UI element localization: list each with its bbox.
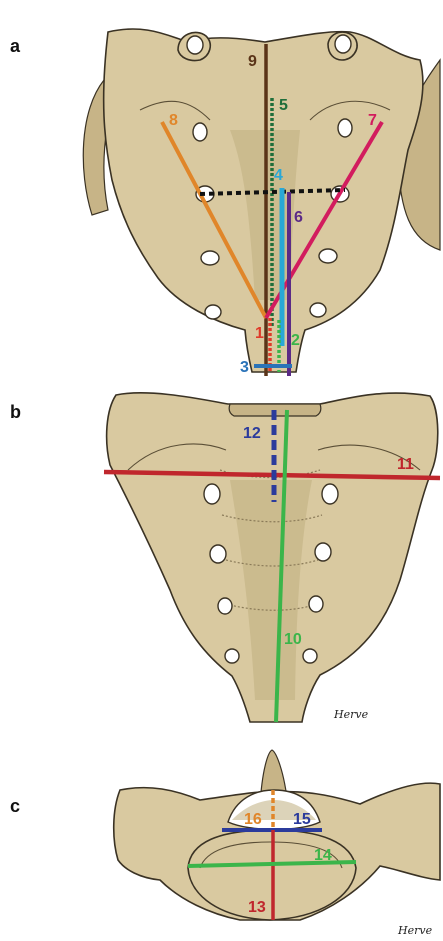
panel-b-foramen-l2 xyxy=(210,545,226,563)
measure-14-label: 14 xyxy=(314,847,332,864)
panel-b-foramen-r4 xyxy=(303,649,317,663)
panel-b-foramen-r3 xyxy=(309,596,323,612)
measure-16-label: 16 xyxy=(244,811,262,828)
measure-4-label: 4 xyxy=(274,167,283,184)
measure-1-label: 1 xyxy=(255,325,264,342)
measure-13-label: 13 xyxy=(248,899,266,916)
panel-b-foramen-r2 xyxy=(315,543,331,561)
panel-a-right-process-hole xyxy=(335,35,351,53)
measure-5-label: 5 xyxy=(279,97,288,114)
measure-8-label: 8 xyxy=(169,112,178,129)
measure-7-label: 7 xyxy=(368,112,377,129)
panel-b-signature: Herve xyxy=(333,708,369,721)
panel-a-foramen-r4 xyxy=(310,303,326,317)
panel-b: b 12 11 10 Herve xyxy=(10,393,440,722)
measure-9-label: 9 xyxy=(248,53,257,70)
panel-b-letter: b xyxy=(10,402,21,422)
panel-b-foramen-l4 xyxy=(225,649,239,663)
panel-c-signature: Herve xyxy=(397,924,433,937)
panel-b-foramen-l3 xyxy=(218,598,232,614)
measure-6-label: 6 xyxy=(294,209,303,226)
measure-2-label: 2 xyxy=(291,332,300,349)
panel-a-foramen-l3 xyxy=(201,251,219,265)
panel-a-foramen-l4 xyxy=(205,305,221,319)
panel-a-foramen-r1 xyxy=(338,119,352,137)
measure-15-label: 15 xyxy=(293,811,311,828)
measure-11-label: 11 xyxy=(397,456,414,473)
panel-c: c 16 15 14 13 Herve xyxy=(10,750,440,937)
panel-a-letter: a xyxy=(10,36,21,56)
panel-a-left-process-hole xyxy=(187,36,203,54)
measure-12-label: 12 xyxy=(243,425,261,442)
panel-b-foramen-r1 xyxy=(322,484,338,504)
panel-a: a 9 5 xyxy=(10,29,440,376)
measure-10-label: 10 xyxy=(284,631,302,648)
panel-b-foramen-l1 xyxy=(204,484,220,504)
panel-a-foramen-r3 xyxy=(319,249,337,263)
measure-3-label: 3 xyxy=(240,359,249,376)
panel-a-foramen-l1 xyxy=(193,123,207,141)
panel-c-letter: c xyxy=(10,796,20,816)
